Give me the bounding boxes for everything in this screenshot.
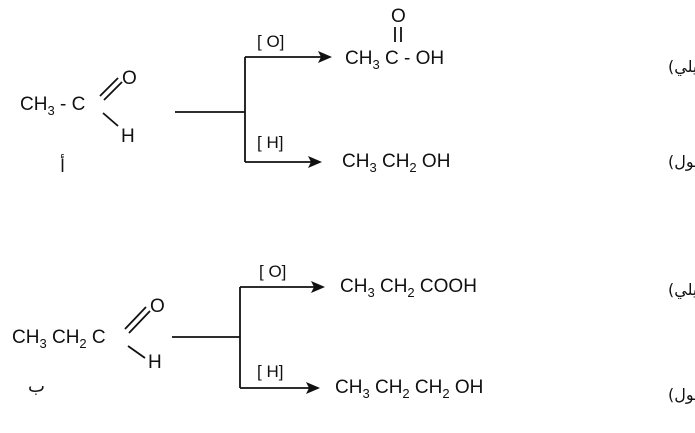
reaction-b-oxidation-arrowhead — [311, 281, 325, 293]
reaction-a-reduction-reagent: [ H] — [257, 133, 283, 152]
reactant-a-oxygen: O — [122, 68, 137, 89]
reaction-a-oxidation-arrowhead — [318, 51, 332, 63]
reaction-a-carbonyl-oxygen: O — [391, 6, 406, 27]
reaction-b-oxidation-reagent: [ O] — [259, 262, 286, 281]
reaction-a-oxidation-reagent: [ O] — [257, 32, 284, 51]
reaction-b-reduction-product: CH3 CH2 CH2 OH — [335, 377, 483, 401]
reactant-b-oxygen: O — [150, 296, 165, 317]
reactant-a-formula: CH3 - C — [20, 94, 85, 118]
reaction-b-oxidation-class: (حمض كربوكسيلي) — [668, 280, 695, 300]
reactant-a-ch-bond — [102, 112, 119, 127]
reaction-b-label: ب — [28, 376, 45, 397]
reaction-b-reduction-reagent: [ H] — [257, 362, 283, 381]
reaction-a-reduction-class: (كحول) — [668, 152, 695, 172]
reactant-b-hydrogen: H — [148, 352, 162, 373]
reaction-a-oxidation-product: CH3 C - OH — [345, 48, 444, 72]
reaction-a-reduction-product: CH3 CH2 OH — [342, 151, 450, 175]
reactant-b-formula: CH3 CH2 C — [12, 327, 106, 351]
reactant-a-double-bond-2 — [103, 81, 123, 101]
reaction-b-oxidation-product: CH3 CH2 COOH — [340, 276, 477, 300]
reactant-b-double-bond-1 — [124, 306, 147, 330]
reaction-b-reduction-arrowhead — [306, 382, 320, 394]
reaction-a-oxidation-class: (حمض كربوكسيلي) — [668, 57, 695, 77]
reaction-a-reduction-arrowhead — [308, 156, 322, 168]
reactant-b-ch-bond — [127, 345, 146, 359]
reactant-a-double-bond-1 — [99, 77, 119, 97]
reaction-a-label: أ — [60, 154, 65, 177]
reactant-a-hydrogen: H — [121, 126, 135, 147]
reactant-b-double-bond-2 — [128, 310, 151, 334]
reaction-b-reduction-class: (كحول) — [668, 385, 695, 405]
